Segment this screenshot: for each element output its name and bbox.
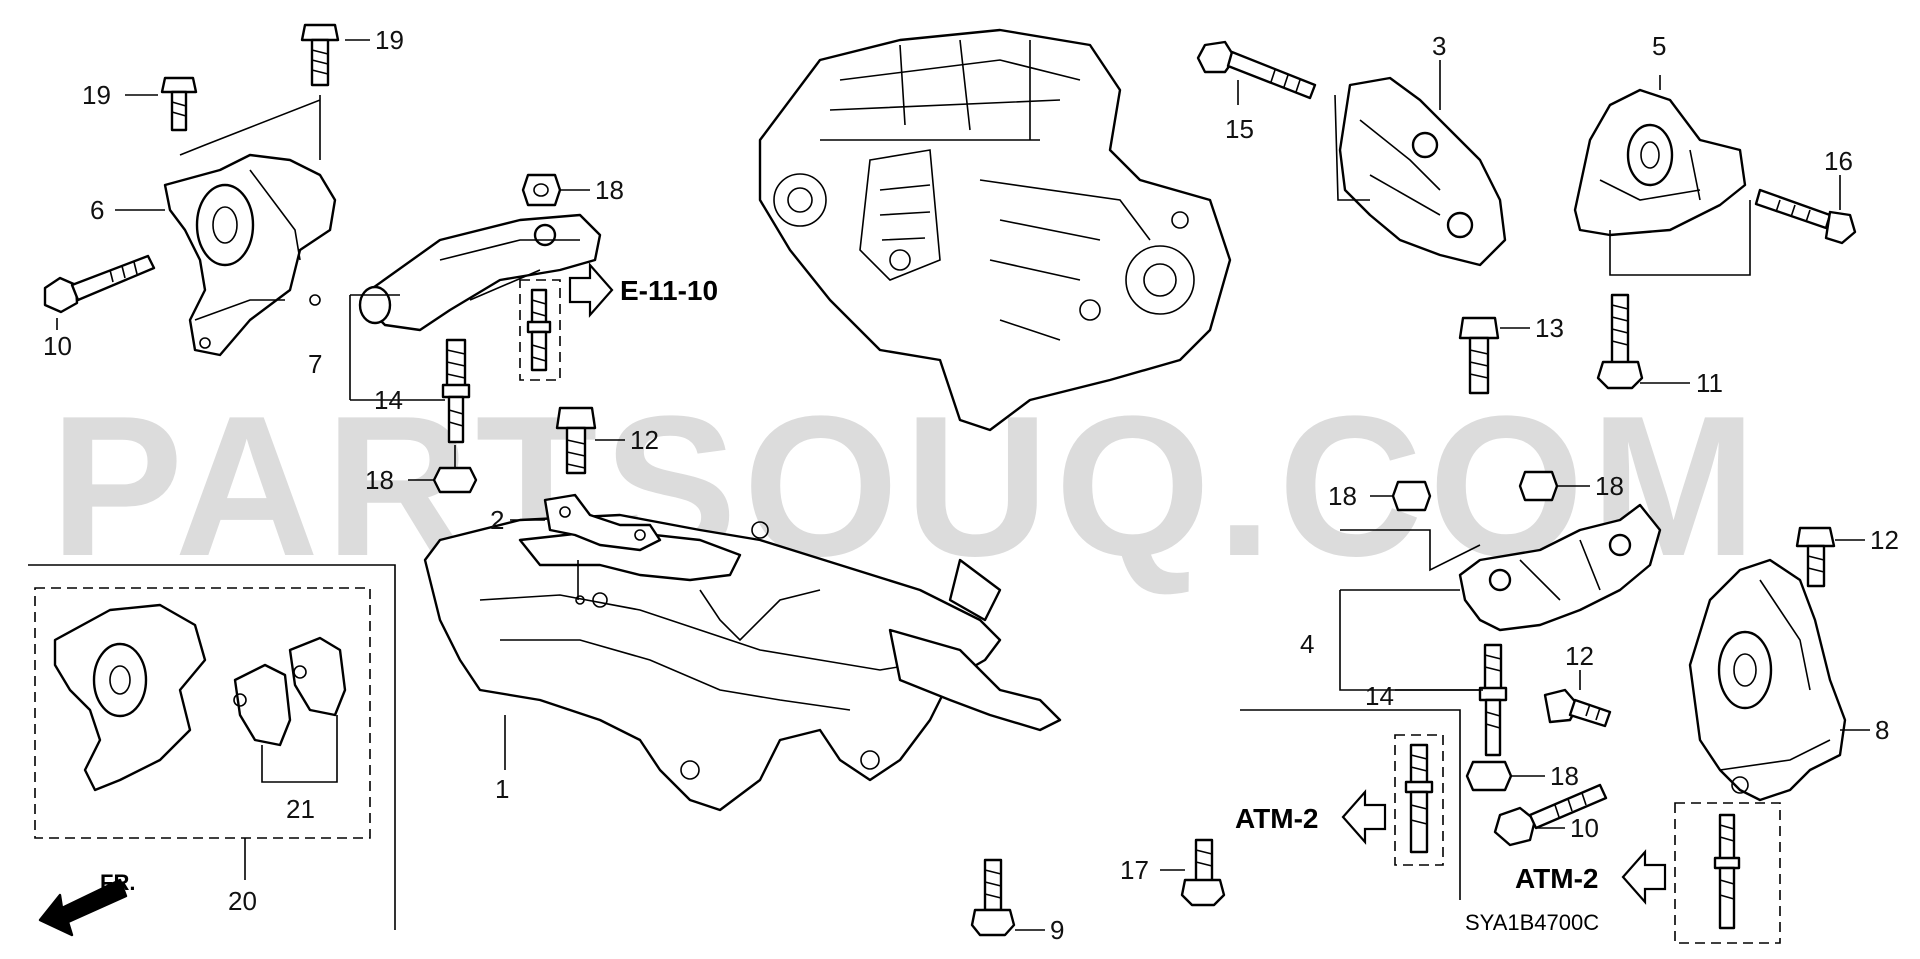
ref-atm-2-right[interactable]: ATM-2 — [1515, 863, 1598, 894]
kit-20-box — [34, 587, 371, 839]
callout-1: 1 — [495, 774, 509, 804]
callout-18-mid: 18 — [365, 465, 394, 495]
bolt-17 — [1180, 838, 1226, 907]
bolt-19-top — [300, 23, 340, 87]
callout-12-center: 12 — [630, 425, 659, 455]
callout-4: 4 — [1300, 629, 1314, 659]
bolt-11 — [1596, 293, 1644, 390]
watermark: PARTSOUQ.COM — [50, 375, 1763, 598]
diagram-code: SYA1B4700C — [1465, 910, 1599, 935]
callout-15: 15 — [1225, 114, 1254, 144]
callout-6: 6 — [90, 195, 104, 225]
mount-bracket-4 — [1458, 503, 1662, 632]
engine-mount-6 — [163, 153, 337, 357]
engine-assembly — [758, 28, 1232, 432]
callout-18-right-c: 18 — [1550, 761, 1579, 791]
bolt-12-center — [555, 406, 597, 475]
bolt-12-right-top — [1795, 526, 1836, 588]
bolt-16 — [1754, 188, 1857, 245]
stud-14-right — [1478, 643, 1508, 757]
bolt-10-right — [1493, 783, 1608, 847]
callout-21: 21 — [286, 794, 315, 824]
ref-arrow-atm-a — [1341, 789, 1387, 845]
mount-bracket-3 — [1338, 76, 1507, 267]
engine-mount-5 — [1573, 88, 1747, 237]
callout-5: 5 — [1652, 31, 1666, 61]
callout-10-right: 10 — [1570, 813, 1599, 843]
nut-18-right-c — [1465, 760, 1513, 792]
callout-14-left: 14 — [374, 385, 403, 415]
callout-12-right-top: 12 — [1870, 525, 1899, 555]
nut-18-right-b — [1518, 470, 1559, 502]
nut-18-top — [521, 173, 562, 207]
callout-8: 8 — [1875, 715, 1889, 745]
engine-mount-8 — [1688, 558, 1847, 802]
callout-16: 16 — [1824, 146, 1853, 176]
ref-e-11-10[interactable]: E-11-10 — [620, 275, 718, 306]
dashed-stud-atm-a — [1394, 734, 1444, 866]
callout-20: 20 — [228, 886, 257, 916]
callout-10-left: 10 — [43, 331, 72, 361]
front-marker-label: FR. — [100, 870, 135, 895]
bolt-19-left — [160, 76, 198, 132]
callout-19-top: 19 — [375, 25, 404, 55]
callout-19-left: 19 — [82, 80, 111, 110]
front-direction-arrow — [38, 878, 128, 937]
callout-9: 9 — [1050, 915, 1064, 945]
ref-atm-2-left[interactable]: ATM-2 — [1235, 803, 1318, 834]
callout-14-right: 14 — [1365, 681, 1394, 711]
bolt-12-right-mid — [1543, 688, 1612, 728]
ref-arrow-atm-b — [1621, 849, 1667, 905]
dashed-stud-atm-b — [1674, 802, 1781, 944]
callout-18-top: 18 — [595, 175, 624, 205]
ref-arrow-e11 — [568, 262, 614, 318]
callout-2: 2 — [490, 505, 504, 535]
stud-14-left — [441, 338, 471, 444]
bolt-10-left — [43, 254, 156, 314]
dashed-stud-e11 — [519, 279, 561, 381]
bolt-13 — [1458, 316, 1500, 395]
bolt-9 — [970, 858, 1016, 937]
callout-numbers: 19 19 6 10 18 7 14 18 12 2 1 20 21 9 17 … — [43, 25, 1899, 945]
callout-3: 3 — [1432, 31, 1446, 61]
callout-18-right-b: 18 — [1595, 471, 1624, 501]
leader-lines — [28, 39, 1870, 931]
callout-11: 11 — [1696, 368, 1723, 398]
nut-18-mid — [432, 466, 478, 494]
callout-17: 17 — [1120, 855, 1149, 885]
callout-12-right-mid: 12 — [1565, 641, 1594, 671]
front-subframe — [423, 513, 1062, 812]
bracket-2 — [543, 493, 662, 552]
nut-18-right-a — [1391, 480, 1432, 512]
callout-18-right-a: 18 — [1328, 481, 1357, 511]
bolt-15 — [1196, 40, 1317, 100]
mount-bracket-7 — [358, 213, 602, 332]
callout-7: 7 — [308, 349, 322, 379]
callout-13: 13 — [1535, 313, 1564, 343]
